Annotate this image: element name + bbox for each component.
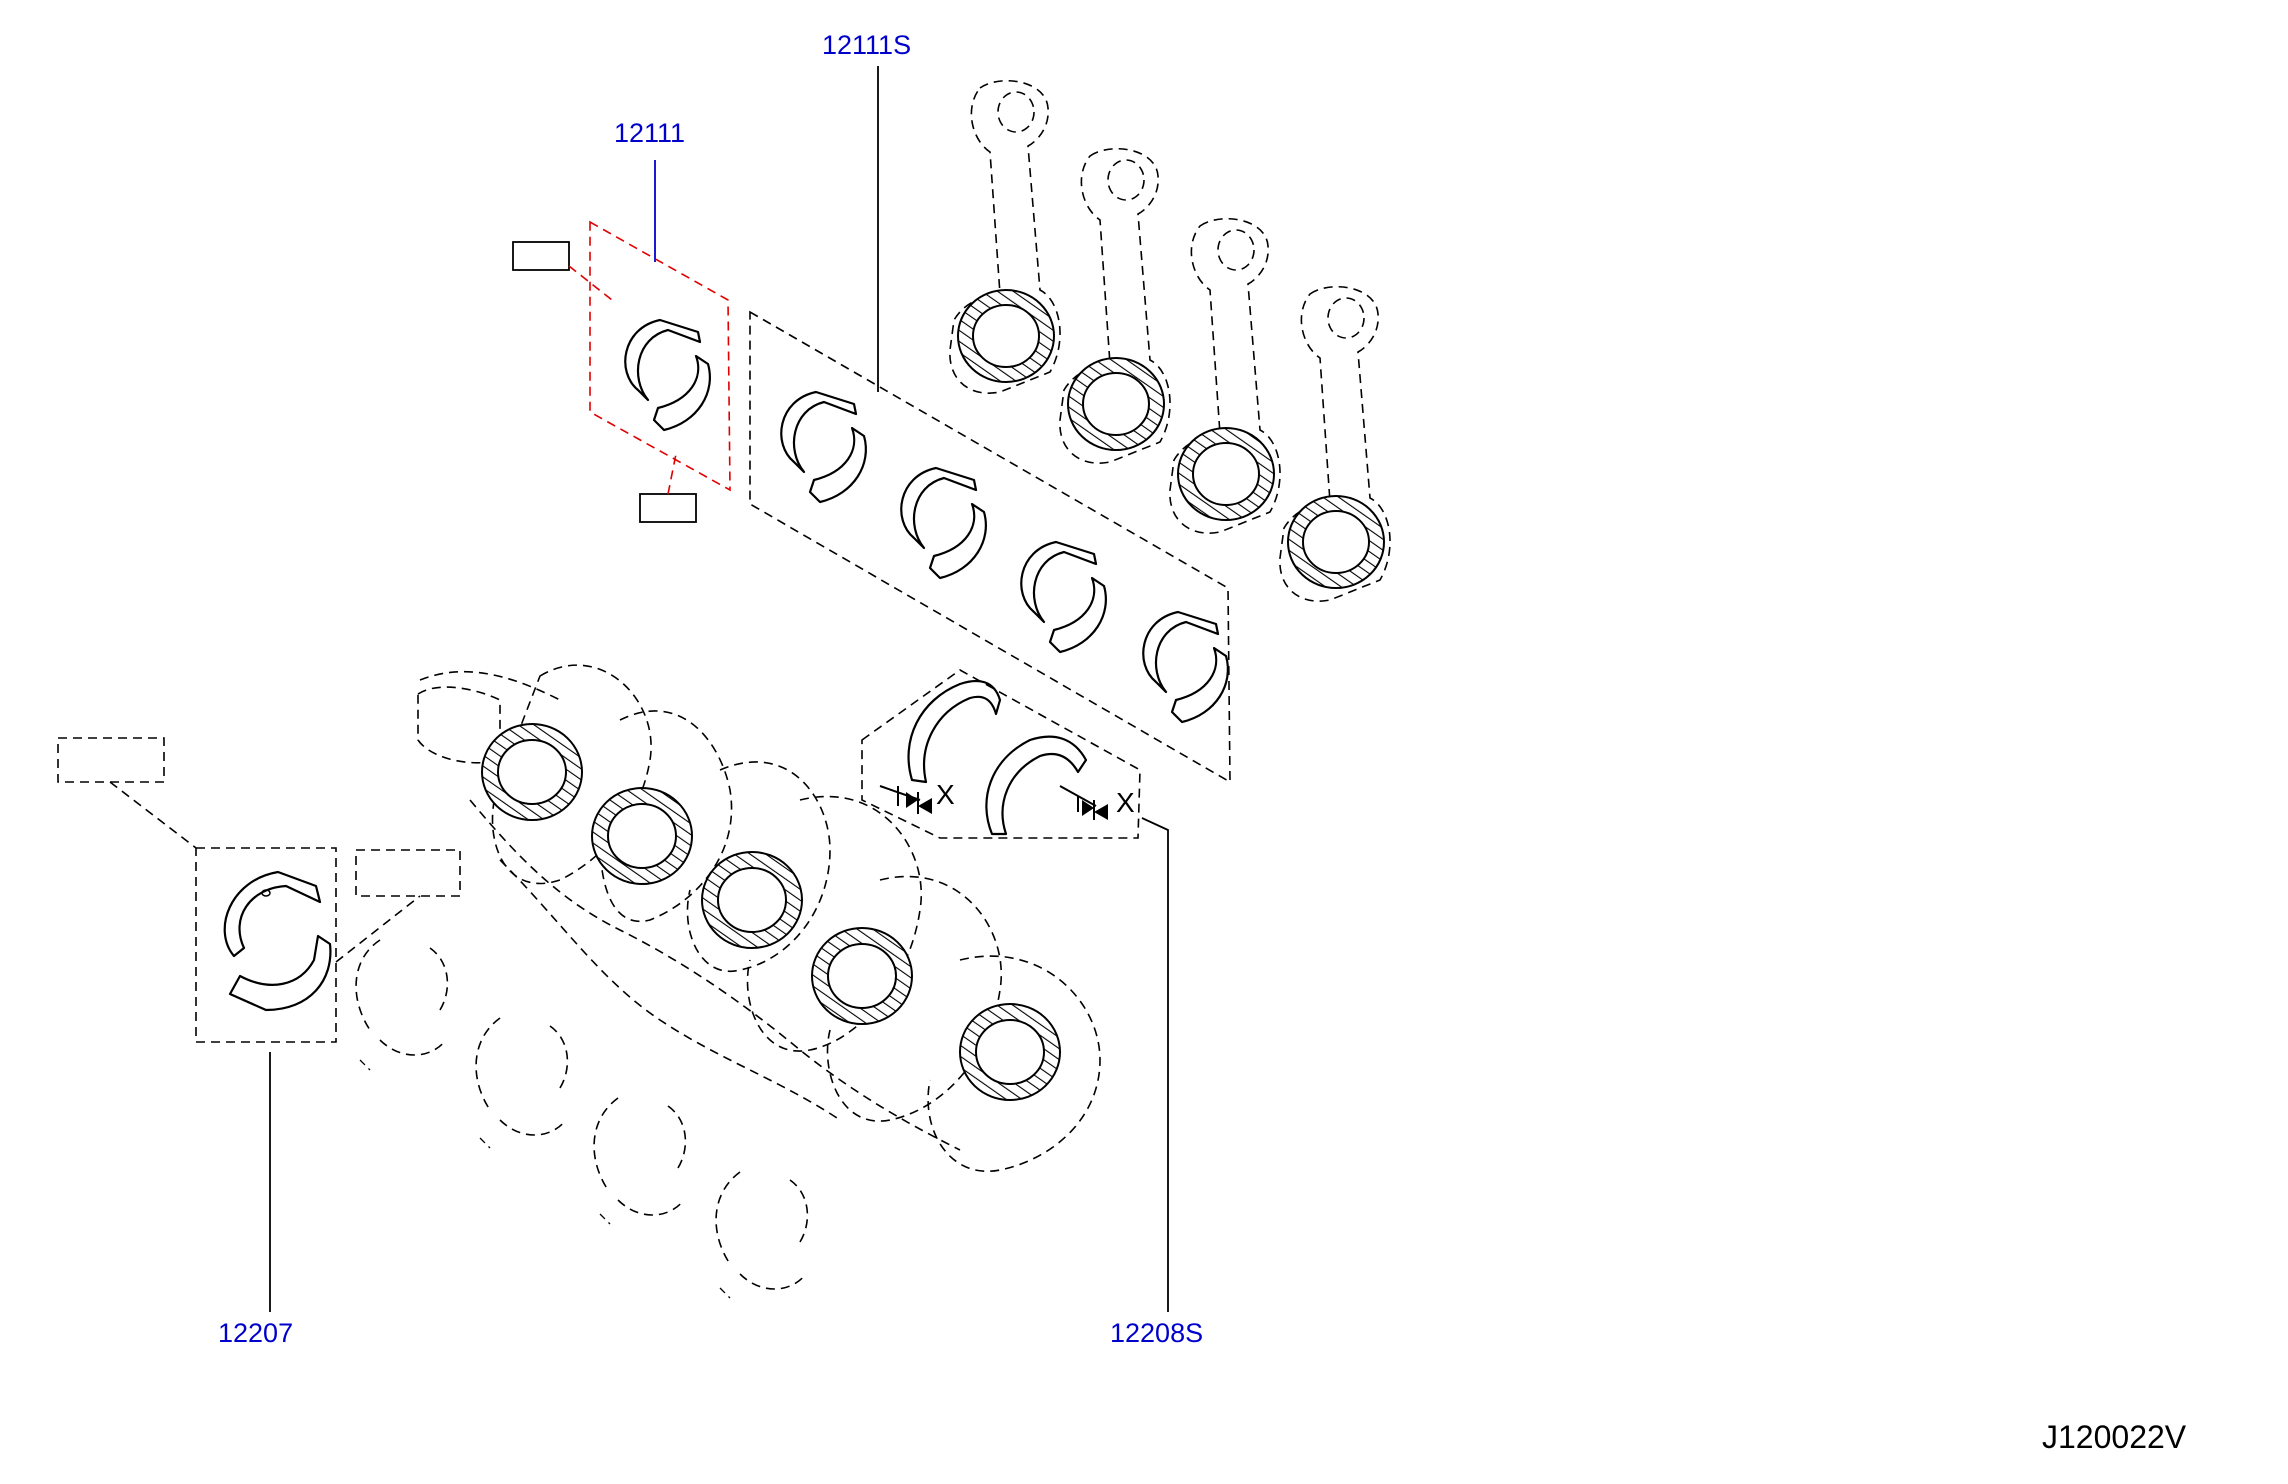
connecting-rod-bearing-12111[interactable] — [624, 318, 711, 432]
thrust-mark-left: X — [936, 779, 955, 810]
callout-12207[interactable]: 12207 — [218, 1052, 293, 1348]
main-journal-1 — [481, 723, 583, 821]
con-rod-bearing-4 — [1142, 610, 1229, 724]
thrust-washer-group: X X — [861, 669, 1141, 839]
highlight-frame — [589, 220, 731, 492]
crankshaft — [417, 664, 1101, 1173]
con-rod-bearing-group — [749, 310, 1231, 784]
marker-link-top — [568, 265, 613, 301]
main-journal-2 — [591, 787, 693, 885]
part-number-12111[interactable]: 12111 — [614, 118, 685, 148]
diagram-code: J120022V — [2042, 1419, 2187, 1455]
connecting-rod-1 — [949, 80, 1061, 394]
main-journal-4 — [811, 927, 913, 1025]
highlighted-bearing-set — [512, 220, 731, 523]
connecting-rods — [949, 80, 1391, 602]
main-journal-5 — [959, 1003, 1061, 1101]
con-rod-bearing-3 — [1020, 540, 1107, 654]
part-number-12208S[interactable]: 12208S — [1110, 1318, 1203, 1348]
blank-marker-top — [512, 241, 570, 271]
main-bearing-group — [57, 737, 809, 1299]
connecting-rod-2 — [1059, 148, 1171, 464]
part-number-12111S[interactable]: 12111S — [822, 30, 911, 60]
main-bearing-frame — [195, 847, 337, 1043]
connecting-rod-4 — [1279, 286, 1391, 602]
main-bearing-12207[interactable] — [223, 870, 332, 1012]
frame-link — [335, 895, 421, 963]
leader-line-12208S — [1141, 817, 1169, 1312]
blank-marker-upper — [355, 849, 461, 897]
con-rod-bearing-2 — [900, 466, 987, 580]
group-frame — [749, 310, 1231, 784]
connecting-rod-3 — [1169, 218, 1281, 534]
thrust-washer-left[interactable]: X — [879, 680, 1002, 814]
callout-12111S[interactable]: 12111S — [822, 30, 911, 392]
con-rod-bearing-1 — [780, 390, 867, 504]
main-journal-3 — [701, 851, 803, 949]
callout-12208S[interactable]: 12208S — [1110, 817, 1203, 1348]
thrust-group-frame — [861, 669, 1141, 839]
part-number-12207[interactable]: 12207 — [218, 1318, 293, 1348]
callout-12111[interactable]: 12111 — [614, 118, 685, 262]
blank-marker-main — [57, 737, 165, 783]
marker-link-main — [109, 781, 197, 849]
blank-marker-bottom — [639, 493, 697, 523]
marker-link-bottom — [667, 453, 677, 495]
thrust-mark-right: X — [1116, 787, 1135, 818]
thrust-washer-right[interactable]: X — [985, 735, 1135, 836]
lower-main-bearings — [355, 939, 809, 1299]
